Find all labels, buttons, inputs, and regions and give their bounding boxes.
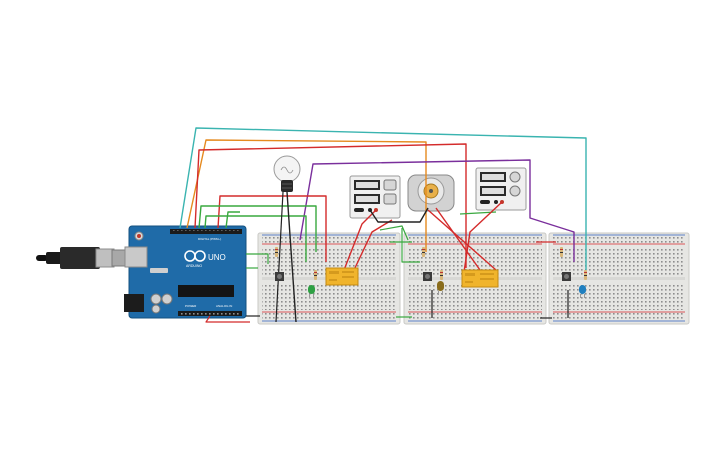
wire-green-1[interactable] [198,205,317,252]
wire-black-ps1[interactable] [369,207,429,223]
wire-green-4[interactable] [246,253,269,264]
power-supply-2[interactable] [475,167,527,211]
wire-purple[interactable] [299,159,575,262]
dc-motor[interactable] [407,174,455,212]
relay-2[interactable] [461,269,499,288]
light-bulb[interactable] [273,155,301,192]
wire-green-2[interactable] [204,215,307,262]
arduino-logo-text: UNO [208,253,226,262]
pushbutton-3[interactable] [562,272,571,281]
arduino-brand-text: ARDUINO [186,264,202,268]
wire-red-long[interactable] [194,143,467,268]
resistor-6[interactable] [584,270,587,280]
resistor-2[interactable] [314,270,317,280]
wire-red-motor[interactable] [435,207,481,271]
wire-black-bulb-2[interactable] [275,191,284,323]
resistor-5[interactable] [560,247,563,257]
arduino-digital-label: DIGITAL (PWM~) [198,237,221,241]
wire-black-bulb[interactable] [286,191,297,323]
led-yellow[interactable] [437,281,444,295]
usb-cable[interactable] [36,247,133,269]
led-blue[interactable] [579,285,586,298]
resistor-3[interactable] [422,247,425,257]
wires [179,127,587,323]
power-supply-1[interactable] [349,175,401,219]
breadboard-2[interactable] [403,232,547,325]
pushbutton-1[interactable] [275,272,284,281]
wire-green-6[interactable] [379,225,409,241]
wire-orange[interactable] [186,139,427,252]
relay-1[interactable] [325,267,359,286]
wire-red-ps1[interactable] [343,209,377,271]
pushbutton-2[interactable] [423,272,432,281]
resistor-4[interactable] [440,270,443,280]
arduino-analog-label: ANALOG IN [216,304,232,308]
arduino-power-label: POWER [185,304,197,308]
breadboard-3[interactable] [548,232,690,325]
wire-black-gnd-2[interactable] [205,315,250,323]
resistor-1[interactable] [275,247,278,257]
wire-red-motor-2[interactable] [427,209,497,271]
wire-red-ps1b[interactable] [353,219,393,271]
wire-green-9[interactable] [401,228,420,263]
wire-red-upper[interactable] [217,195,327,262]
wire-red-ps2[interactable] [463,201,503,273]
led-green[interactable] [308,285,315,298]
wire-teal[interactable] [179,127,587,270]
arduino-uno-board[interactable]: UNO ARDUINO DIGITAL (PWM~) POWER ANALOG … [124,225,247,319]
breadboard-1[interactable] [257,232,401,325]
wire-green-3[interactable] [225,211,240,229]
